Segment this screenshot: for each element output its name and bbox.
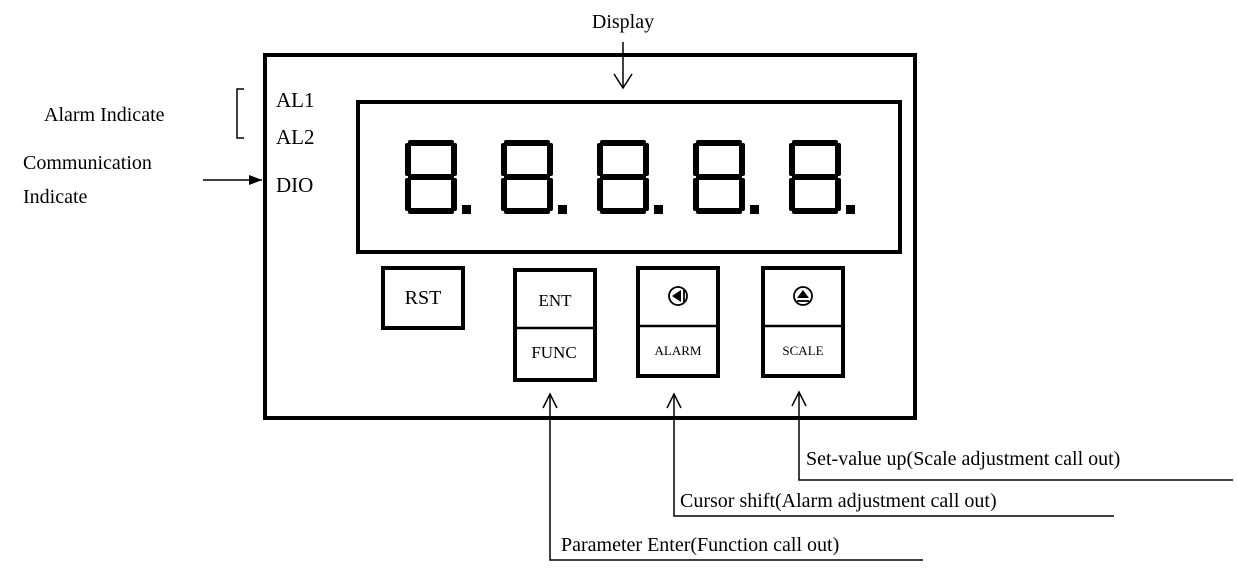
alarm-label: ALARM xyxy=(655,343,702,358)
ent-label: ENT xyxy=(538,291,572,310)
set-value-up-callout: Set-value up(Scale adjustment call out) xyxy=(806,448,1120,470)
segment xyxy=(408,174,454,180)
segment xyxy=(643,178,649,211)
scale-label: SCALE xyxy=(782,343,823,358)
eject-up-icon xyxy=(793,286,813,306)
seven-segment-digit xyxy=(597,140,663,214)
segment xyxy=(792,208,838,214)
seven-segment-digit xyxy=(693,140,759,214)
segment xyxy=(504,208,550,214)
decimal-point xyxy=(846,205,855,214)
seven-segment-digit xyxy=(789,140,855,214)
segment xyxy=(693,143,699,176)
callout-arrow-scale xyxy=(791,390,807,481)
segment xyxy=(693,178,699,211)
segment xyxy=(405,178,411,211)
func-label: FUNC xyxy=(531,343,576,362)
segment xyxy=(789,178,795,211)
segment xyxy=(696,174,742,180)
al2-indicator: AL2 xyxy=(276,125,315,149)
alarm-indicate-label: Alarm Indicate xyxy=(44,104,165,126)
segment xyxy=(600,208,646,214)
segment xyxy=(408,140,454,146)
segment xyxy=(504,174,550,180)
segment xyxy=(792,140,838,146)
segment xyxy=(501,143,507,176)
decimal-point xyxy=(654,205,663,214)
cursor-alarm-button[interactable]: ALARM xyxy=(636,266,720,378)
display-window xyxy=(356,100,902,254)
set-value-scale-button[interactable]: SCALE xyxy=(761,266,845,378)
segment xyxy=(451,143,457,176)
dio-indicator: DIO xyxy=(276,173,313,197)
segment xyxy=(597,178,603,211)
ent-func-button[interactable]: ENT FUNC xyxy=(513,268,597,382)
al1-indicator: AL1 xyxy=(276,88,315,112)
segment xyxy=(739,178,745,211)
rst-button[interactable]: RST xyxy=(381,266,465,330)
seven-segment-digit xyxy=(501,140,567,214)
segment xyxy=(789,143,795,176)
cursor-shift-callout: Cursor shift(Alarm adjustment call out) xyxy=(680,490,997,512)
decimal-point xyxy=(558,205,567,214)
segment xyxy=(504,140,550,146)
decimal-point xyxy=(750,205,759,214)
seven-segment-digits xyxy=(405,140,855,214)
segment xyxy=(696,208,742,214)
callout-arrow-alarm xyxy=(666,392,682,517)
segment xyxy=(547,178,553,211)
alarm-bracket xyxy=(236,88,244,139)
communication-label-line1: Communication xyxy=(23,152,152,174)
left-arrow-icon xyxy=(668,286,688,306)
display-arrow xyxy=(613,42,633,90)
segment xyxy=(597,143,603,176)
communication-label-line2: Indicate xyxy=(23,186,88,208)
segment xyxy=(835,178,841,211)
segment xyxy=(547,143,553,176)
communication-arrow xyxy=(203,175,262,185)
segment xyxy=(600,174,646,180)
segment xyxy=(408,208,454,214)
panel-frame xyxy=(263,53,917,420)
segment xyxy=(696,140,742,146)
segment xyxy=(643,143,649,176)
segment xyxy=(405,143,411,176)
callout-arrow-func xyxy=(542,392,558,561)
segment xyxy=(792,174,838,180)
parameter-enter-callout: Parameter Enter(Function call out) xyxy=(561,534,839,556)
decimal-point xyxy=(462,205,471,214)
segment xyxy=(739,143,745,176)
segment xyxy=(451,178,457,211)
rst-label: RST xyxy=(405,287,442,309)
display-label: Display xyxy=(592,11,654,33)
segment xyxy=(600,140,646,146)
segment xyxy=(501,178,507,211)
seven-segment-digit xyxy=(405,140,471,214)
segment xyxy=(835,143,841,176)
